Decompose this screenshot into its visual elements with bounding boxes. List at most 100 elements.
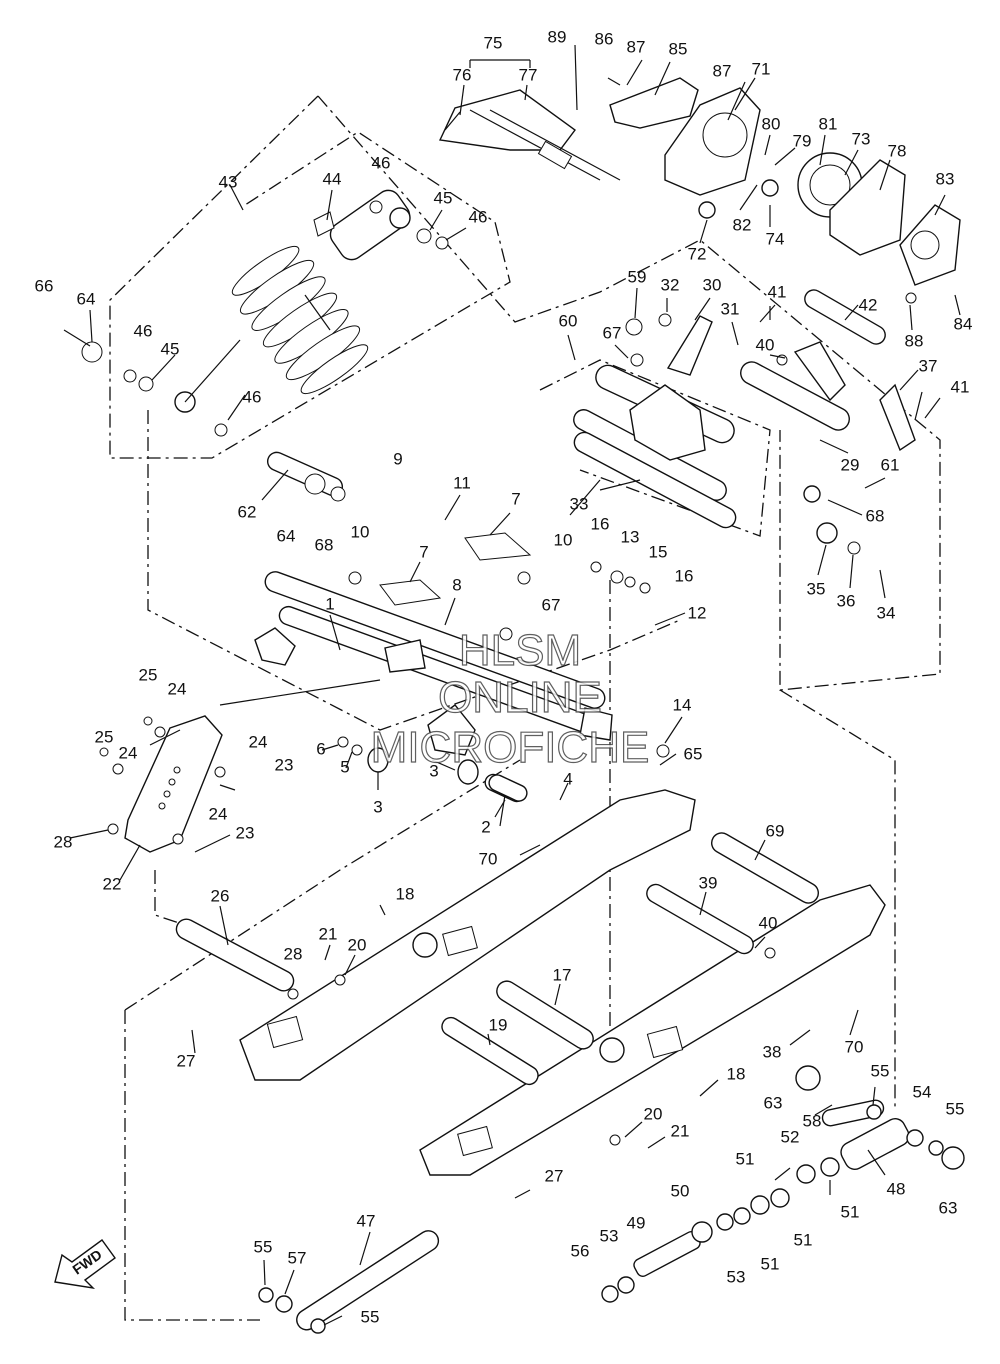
part-label: 55 [254, 1237, 273, 1256]
part-label: 3 [373, 797, 382, 816]
part-label: 27 [545, 1166, 564, 1185]
part-label: 70 [845, 1037, 864, 1056]
part-label: 24 [119, 743, 138, 762]
part-label: 67 [603, 323, 622, 342]
part-label: 82 [733, 215, 752, 234]
part-label: 48 [887, 1179, 906, 1198]
part-label: 2 [481, 817, 490, 836]
part-label: 55 [946, 1099, 965, 1118]
part-label: 29 [841, 455, 860, 474]
part-label: 55 [871, 1061, 890, 1080]
part-label: 18 [727, 1064, 746, 1083]
part-label: 24 [168, 679, 187, 698]
part-label: 1 [325, 594, 334, 613]
part-label: 65 [684, 744, 703, 763]
part-label: 81 [819, 114, 838, 133]
part-label: 84 [954, 314, 973, 333]
part-label: 28 [284, 944, 303, 963]
part-label: 79 [793, 131, 812, 150]
part-label: 25 [95, 727, 114, 746]
watermark-line-2: ONLINE [438, 673, 602, 722]
part-label: 55 [361, 1307, 380, 1326]
part-label: 40 [759, 913, 778, 932]
part-label: 31 [721, 299, 740, 318]
part-label: 86 [595, 29, 614, 48]
part-label: 70 [479, 849, 498, 868]
part-label: 16 [675, 566, 694, 585]
part-label: 43 [219, 172, 238, 191]
part-label: 30 [703, 275, 722, 294]
part-label: 88 [905, 331, 924, 350]
part-label: 8 [452, 575, 461, 594]
part-label: 74 [766, 229, 785, 248]
part-label: 26 [211, 886, 230, 905]
part-label: 17 [553, 965, 572, 984]
part-label: 41 [951, 377, 970, 396]
part-label: 73 [852, 129, 871, 148]
part-labels: 75 76 77 89 86 87 85 87 71 80 81 79 73 7… [35, 27, 973, 1326]
part-label: 24 [249, 732, 268, 751]
part-label: 21 [319, 924, 338, 943]
part-label: 45 [161, 339, 180, 358]
part-label: 61 [881, 455, 900, 474]
part-label: 51 [794, 1230, 813, 1249]
part-label: 25 [139, 665, 158, 684]
part-label: 7 [511, 489, 520, 508]
part-label: 46 [469, 207, 488, 226]
part-label: 53 [727, 1267, 746, 1286]
part-label: 24 [209, 804, 228, 823]
part-label: 28 [54, 832, 73, 851]
part-label: 39 [699, 873, 718, 892]
part-label: 83 [936, 169, 955, 188]
part-label: 77 [519, 65, 538, 84]
part-label: 20 [644, 1104, 663, 1123]
part-label: 33 [570, 494, 589, 513]
part-label: 41 [768, 282, 787, 301]
part-label: 21 [671, 1121, 690, 1140]
part-label: 66 [35, 276, 54, 295]
part-label: 68 [315, 535, 334, 554]
part-label: 23 [275, 755, 294, 774]
part-label: 75 [484, 33, 503, 52]
part-label: 46 [243, 387, 262, 406]
part-label: 16 [591, 514, 610, 533]
part-label: 6 [316, 739, 325, 758]
shock-absorber [174, 189, 411, 413]
part-label: 51 [841, 1202, 860, 1221]
part-label: 69 [766, 821, 785, 840]
part-label: 15 [649, 542, 668, 561]
part-label: 85 [669, 39, 688, 58]
part-label: 78 [888, 141, 907, 160]
part-label: 42 [859, 295, 878, 314]
part-label: 80 [762, 114, 781, 133]
watermark-line-3: MICROFICHE [371, 723, 650, 772]
part-label: 46 [372, 153, 391, 172]
part-label: 51 [736, 1149, 755, 1168]
part-label: 87 [713, 61, 732, 80]
rear-arm-assembly [573, 289, 916, 555]
part-label: 10 [351, 522, 370, 541]
part-label: 67 [542, 595, 561, 614]
part-label: 38 [763, 1042, 782, 1061]
part-label: 20 [348, 935, 367, 954]
part-label: 9 [393, 449, 402, 468]
part-label: 14 [673, 695, 692, 714]
part-label: 64 [277, 526, 296, 545]
part-label: 49 [627, 1213, 646, 1232]
part-label: 23 [236, 823, 255, 842]
part-label: 37 [919, 356, 938, 375]
small-hardware [81, 200, 917, 1146]
part-label: 35 [807, 579, 826, 598]
part-label: 53 [600, 1226, 619, 1245]
leader-lines [63, 44, 961, 1326]
part-label: 40 [756, 335, 775, 354]
drive-gear-housing [609, 77, 961, 286]
dash-boundary-lines [109, 95, 941, 1321]
part-label: 3 [429, 761, 438, 780]
part-label: 56 [571, 1241, 590, 1260]
part-label: 4 [563, 769, 572, 788]
part-label: 54 [913, 1082, 932, 1101]
axle-hardware [258, 1065, 965, 1334]
part-label: 68 [866, 506, 885, 525]
